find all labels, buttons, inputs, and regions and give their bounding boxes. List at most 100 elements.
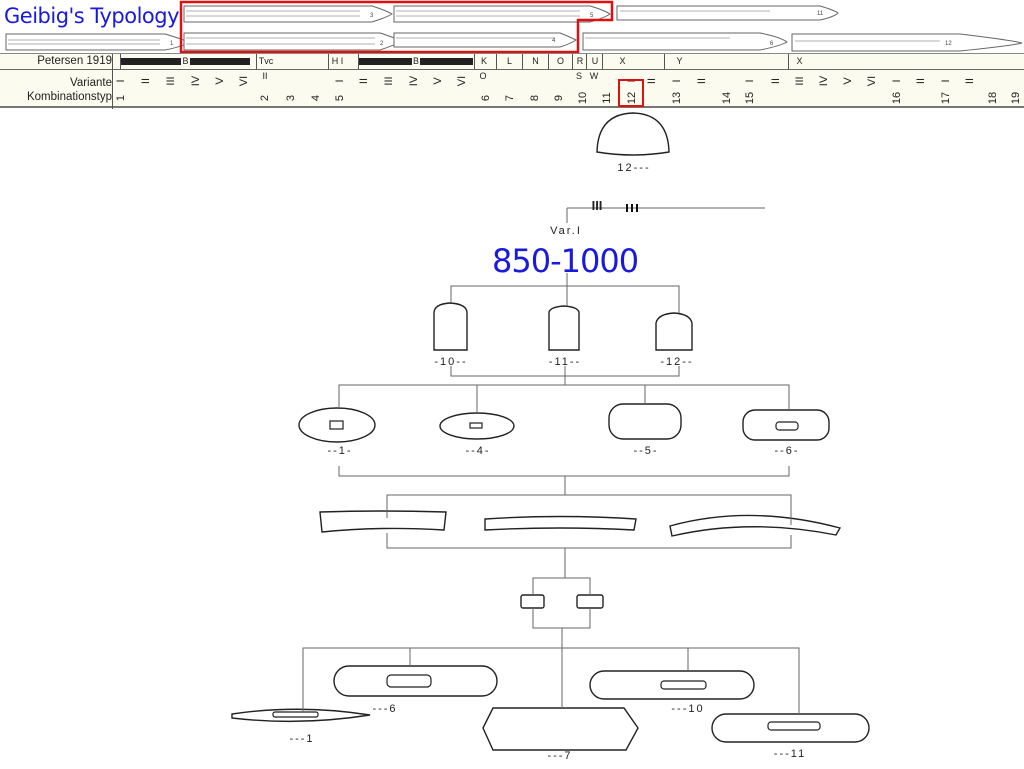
label-6b: ---6: [372, 703, 398, 715]
kombinationstyp-number: 3: [285, 94, 297, 102]
blade-number: 5: [590, 13, 594, 19]
label-11: -11--: [548, 356, 582, 368]
label-10b: ---10: [671, 703, 705, 715]
pommel-12b: [655, 312, 693, 351]
variante-mark: II: [140, 77, 152, 85]
kombinationstyp-number: 7: [504, 94, 516, 102]
row-label-kombinationstyp: Kombinationstyp: [26, 91, 112, 103]
label-variant: Var.I: [550, 225, 582, 237]
blade-number: 12: [945, 41, 952, 47]
petersen-cell: Tvc II: [256, 54, 274, 81]
variante-mark: II: [770, 77, 782, 85]
row-label-petersen: Petersen 1919: [37, 55, 112, 67]
hierarchy-diagram: [231, 112, 870, 751]
label-7: ---7: [547, 750, 573, 762]
variante-mark: II: [915, 77, 927, 85]
page-title: Geibig's Typology: [4, 4, 180, 28]
petersen-cell: U W: [586, 54, 602, 81]
blade-number: 3: [370, 13, 374, 19]
label-4: --4-: [465, 445, 491, 457]
kombinationstyp-number: 4: [310, 94, 322, 102]
variante-mark: V: [842, 77, 854, 85]
variante-mark: IV: [190, 75, 202, 87]
petersen-label: X: [795, 56, 804, 66]
petersen-label: H I: [330, 56, 345, 66]
kombinationstyp-number: 17: [940, 91, 952, 105]
label-11: ---11: [773, 748, 807, 760]
petersen-label: N: [531, 56, 540, 66]
pommel-10: [433, 302, 468, 351]
guard-6: [742, 409, 830, 441]
guard-1b: [231, 708, 371, 723]
petersen-cell: L: [496, 54, 522, 69]
blade-number: 6: [770, 41, 774, 47]
petersen-cell: H I: [328, 54, 346, 69]
kombinationstyp-number: 10: [577, 91, 589, 105]
petersen-label: Y: [675, 56, 684, 66]
pommel-12: [596, 112, 670, 156]
row-label-variante: Variante: [70, 77, 112, 89]
petersen-cell: B: [120, 54, 250, 69]
kombinationstyp-number: 6: [480, 94, 492, 102]
petersen-cell: X: [788, 54, 810, 69]
petersen-label: O: [555, 56, 565, 66]
label-1b: ---1: [289, 733, 315, 745]
kombinationstyp-number: 8: [529, 94, 541, 102]
typology-table: Petersen 1919 Variante Kombinationstyp B…: [0, 53, 1024, 109]
petersen-cell: Y: [664, 54, 694, 69]
guard-1: [298, 407, 376, 443]
blade-11: [616, 5, 839, 21]
kombinationstyp-number: 16: [891, 91, 903, 105]
blade-4: [393, 32, 577, 48]
petersen-label: Tvc II: [257, 56, 274, 81]
blade-number: 4: [552, 38, 556, 44]
grip-2: [484, 515, 637, 531]
highlight-box: [618, 79, 644, 107]
variante-mark: V: [214, 77, 226, 85]
petersen-cell: X: [602, 54, 642, 69]
blade-2: [183, 32, 404, 51]
kombinationstyp-number: 11: [601, 92, 613, 104]
blade-number: 1: [170, 41, 174, 47]
kombinationstyp-number: 1: [115, 94, 127, 102]
label-10: -10--: [434, 356, 468, 368]
guard-10: [589, 670, 755, 700]
kombinationstyp-number: 2: [259, 94, 271, 102]
pommel-11: [548, 305, 580, 351]
kombinationstyp-number: 5: [334, 94, 346, 102]
variante-mark: III: [383, 76, 395, 86]
kombinationstyp-number: 18: [987, 91, 999, 105]
guard-6b: [333, 665, 498, 697]
guard-5: [608, 403, 682, 440]
petersen-label: K O: [479, 56, 488, 81]
kombinationstyp-number: 19: [1010, 91, 1022, 105]
blade-12: [791, 33, 1023, 52]
petersen-label: L: [505, 56, 513, 66]
blade-1: [5, 33, 189, 51]
variante-mark: II: [964, 77, 976, 85]
petersen-cell: K O: [474, 54, 492, 81]
kombinationstyp-number: 15: [744, 91, 756, 105]
grip-3: [669, 514, 842, 537]
variante-mark: III: [794, 76, 806, 86]
variante-mark: VI: [238, 75, 250, 87]
highlight-frame: [179, 0, 614, 54]
petersen-label: U W: [589, 56, 600, 81]
label-12: -12--: [660, 356, 694, 368]
petersen-label: X: [618, 56, 627, 66]
label-5: --5-: [633, 445, 659, 457]
label-pommel-12: 12---: [617, 162, 651, 174]
variante-mark: V: [432, 77, 444, 85]
kombinationstyp-number: 13: [671, 91, 683, 105]
variante-mark: II: [646, 77, 658, 85]
petersen-cell: N: [522, 54, 548, 69]
kombinationstyp-number: 9: [553, 94, 565, 102]
grip-1: [319, 510, 447, 533]
kombinationstyp-number: 14: [721, 91, 733, 105]
petersen-label: R S: [575, 56, 584, 81]
blade-drawings: 1 2 3 4 5 6 11 12: [5, 0, 1023, 54]
label-1: --1-: [327, 445, 353, 457]
variante-mark: II: [696, 77, 708, 85]
group-label: III: [591, 198, 603, 213]
blade-3: [183, 5, 394, 23]
